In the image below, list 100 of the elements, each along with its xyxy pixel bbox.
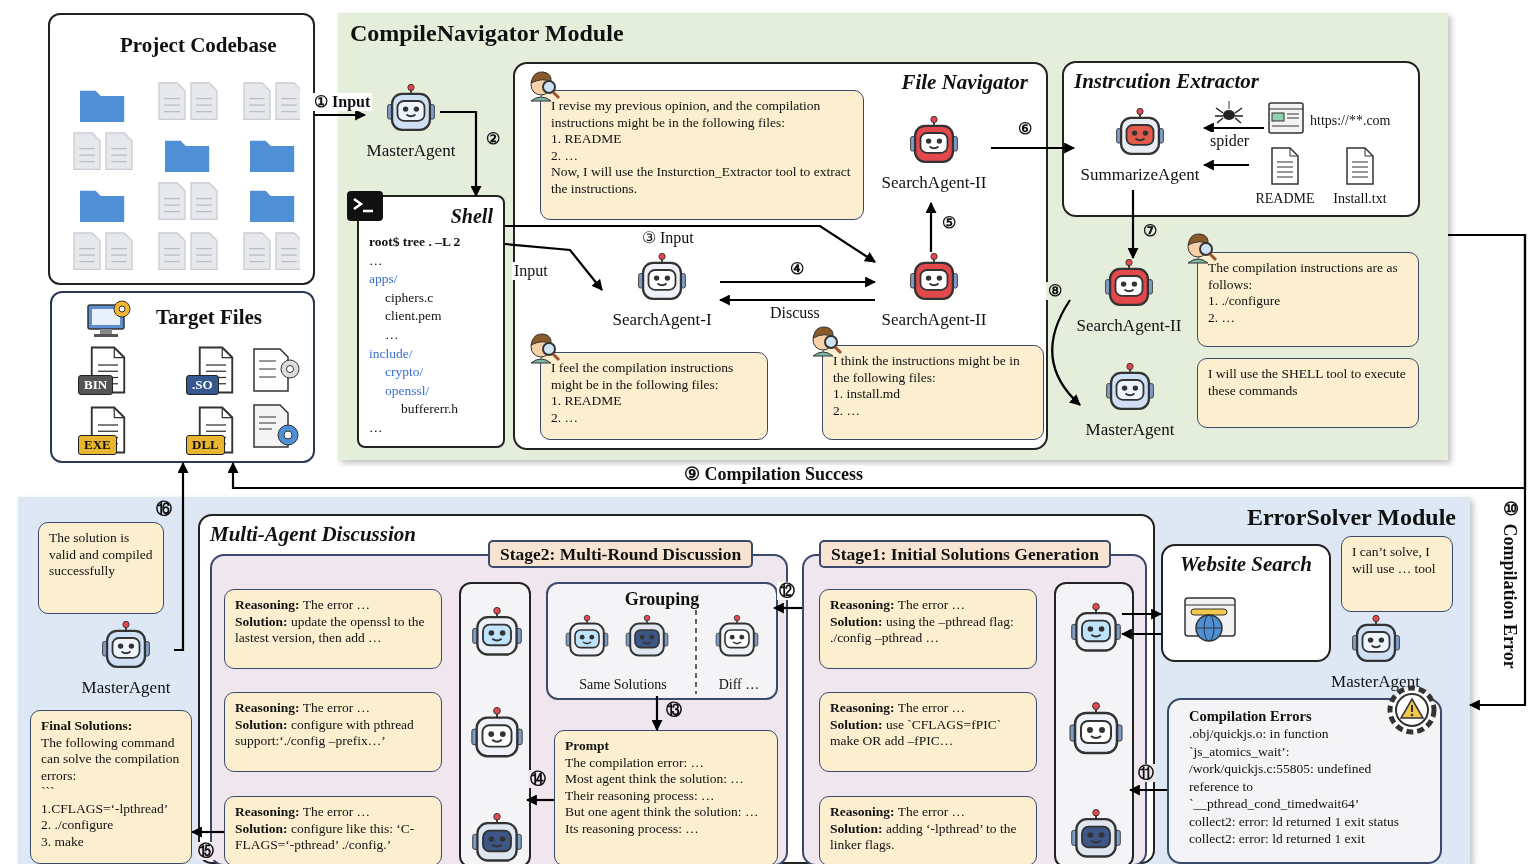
bubble-text: Most agent think the solution: …: [565, 771, 745, 788]
bubble-text: I revise my previous opinion, and the compilation instructions might be in the following files:: [551, 98, 822, 131]
bubble-text: The compilation error: …: [565, 754, 706, 771]
arrow: [718, 294, 875, 306]
edge-label: Input: [512, 262, 550, 280]
agent-name: SearchAgent-II: [880, 173, 988, 193]
agent-name: MasterAgent: [80, 678, 172, 698]
edge-label: ⑥: [1016, 120, 1034, 138]
bubble-text: Solution: adding ‘-lpthread’ to the linker flags.: [830, 820, 1018, 854]
speech-bubble: [224, 692, 442, 772]
group-caption: Same Solutions: [578, 676, 668, 693]
bubble-text: Solution: use `CFLAGS=fPIC` make OR add –fPIC…: [830, 716, 1003, 750]
speech-bubble: [224, 796, 442, 864]
module-panel: [18, 497, 1470, 864]
bubble-text: ```: [41, 784, 56, 801]
bubble-text: 1. ./configure: [1208, 293, 1282, 310]
bubble-text: The solution is valid and compiled successfully: [49, 530, 153, 580]
arrow: [1202, 159, 1249, 171]
arrow: [1051, 299, 1081, 406]
speech-bubble: [30, 710, 192, 864]
bubble-text: 2. …: [1208, 309, 1236, 326]
bubble-text: Its reasoning process: …: [565, 820, 700, 837]
file-type-tag: DLL: [186, 435, 225, 455]
error-text: collect2: error: ld returned 1 exit: [1189, 830, 1366, 848]
speech-bubble: [819, 692, 1037, 772]
edge-label: ⑦: [1141, 222, 1159, 240]
bubble-text: The following command can solve the compilation errors:: [41, 734, 181, 784]
edge-label: ②: [484, 130, 502, 148]
arrow: [174, 461, 189, 652]
arrow: [720, 276, 877, 288]
bubble-text: Reasoning: The error …: [830, 700, 967, 717]
arrow: [1122, 608, 1163, 620]
edge-label: ⑬: [664, 701, 684, 719]
module-title: ErrorSolver Module: [1246, 503, 1456, 531]
code-line: buffererr.h: [400, 400, 460, 419]
panel-title: Multi-Agent Discussion: [210, 521, 416, 547]
tool-panel: [513, 62, 1048, 450]
arrow: [315, 109, 367, 121]
agent-name: SearchAgent-II: [1075, 316, 1183, 336]
panel-title: Shell: [449, 205, 493, 227]
code-line: crypto/: [384, 363, 425, 382]
tool-panel: [1062, 61, 1420, 217]
file-type-tag: EXE: [78, 435, 117, 455]
code-line: …: [369, 251, 384, 270]
panel-title: Project Codebase: [120, 33, 277, 57]
speech-bubble: [224, 589, 442, 669]
code-line: ciphers.c: [384, 288, 435, 307]
arrow: [651, 696, 663, 732]
agent-name: MasterAgent: [1330, 672, 1421, 692]
edge-label: ⑭: [528, 770, 548, 788]
bubble-text: Reasoning: The error …: [830, 804, 967, 821]
speech-bubble: [38, 522, 164, 614]
agent-name: MasterAgent: [365, 141, 457, 161]
bubble-text: 1. README: [551, 131, 623, 148]
bubble-text: The compilation instructions are as follows:: [1208, 260, 1399, 293]
speech-bubble: [1341, 536, 1453, 612]
edge-label: ⑯: [154, 500, 174, 518]
stage-header: Stage1: Initial Solutions Generation: [819, 540, 1111, 568]
bubble-text: 1.CFLAGS=‘-lpthread’: [41, 800, 170, 817]
bubble-text: 2. …: [551, 409, 579, 426]
panel-title: Instrcution Extractor: [1074, 68, 1259, 94]
arrow: [772, 602, 802, 614]
bubble-text: 3. make: [41, 833, 85, 850]
arrow: [504, 242, 603, 291]
agent-name: SummarizeAgent: [1079, 165, 1201, 185]
code-line: apps/: [369, 270, 399, 289]
target-files-panel: [50, 291, 315, 463]
code-line: …: [384, 325, 400, 344]
bubble-text: Solution: configure like this: ‘C-FLAGS=‘-pthread’ ./config.’: [235, 820, 416, 854]
speech-bubble: [1197, 358, 1419, 428]
agent-name: MasterAgent: [1084, 420, 1176, 440]
panel-title: Target Files: [156, 305, 262, 329]
bubble-text: But one agent think the solution: …: [565, 804, 760, 821]
edge-label: ⑫: [777, 582, 797, 600]
file-name: README: [1254, 190, 1316, 207]
bubble-text: I can’t solve, I will use … tool: [1352, 544, 1437, 577]
code-line: client.pem: [384, 307, 443, 326]
tool-panel: [198, 514, 1155, 864]
panel-title: Website Search: [1179, 551, 1313, 577]
robot-column-panel: [459, 582, 531, 864]
tool-panel: [1161, 544, 1331, 662]
bubble-text: Reasoning: The error …: [830, 597, 967, 614]
edge-label: ① Input: [312, 93, 373, 111]
grouping-panel: [546, 582, 778, 700]
edge-label: ⑧: [1046, 282, 1064, 300]
panel-title: Compilation Errors: [1189, 708, 1313, 725]
panel-title: Grouping: [623, 588, 701, 610]
file-name: Install.txt: [1332, 190, 1388, 207]
arrow: [1202, 122, 1264, 134]
arrow: [1128, 784, 1167, 796]
code-line: include/: [369, 344, 414, 363]
bubble-text: I feel the compilation instructions might be in the following files:: [551, 360, 735, 393]
bubble-text: I will use the SHELL tool to execute these commands: [1208, 366, 1407, 399]
arrow: [190, 826, 224, 838]
bubble-text: 2. …: [833, 402, 861, 419]
bubble-text: 2. ./configure: [41, 817, 115, 834]
arrow: [440, 110, 482, 198]
module-title: CompileNavigator Module: [350, 19, 624, 47]
arrow: [525, 794, 554, 806]
edge-label: ⑨ Compilation Success: [682, 465, 865, 483]
